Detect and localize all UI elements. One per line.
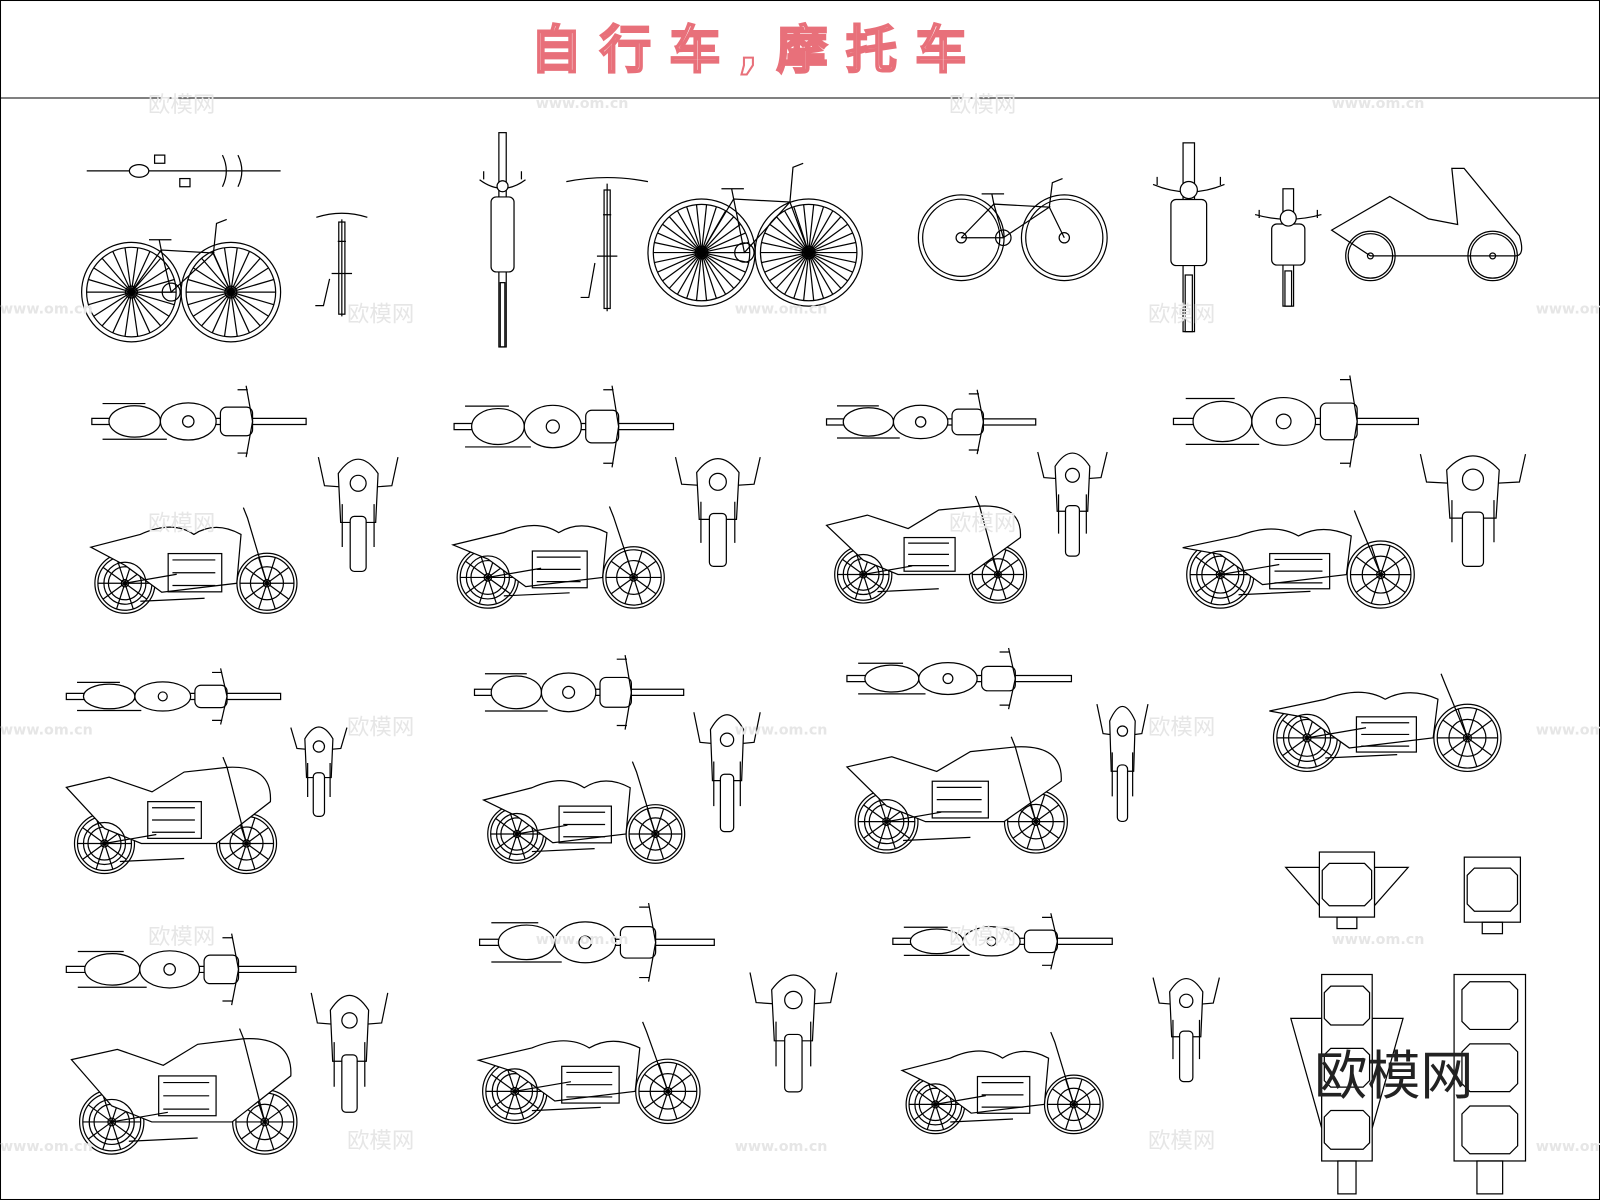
motorcycle-front-view — [317, 457, 399, 573]
motorcycle-front-view — [693, 712, 761, 833]
watermark-url: www.om.cn — [536, 932, 629, 948]
motorcycle-side-view — [89, 507, 298, 614]
motorcycle-front-view — [310, 992, 389, 1113]
motorcycle-side-view — [825, 495, 1028, 604]
watermark-logo: 欧模网 — [1148, 1128, 1215, 1154]
bicycle-top-view — [479, 132, 526, 348]
motorcycle-top-view — [453, 385, 675, 468]
motorcycle-front-view — [674, 457, 761, 567]
watermark-logo: 欧模网 — [1148, 301, 1215, 327]
motorcycle-front-view — [1152, 977, 1220, 1083]
bicycle-side-view — [81, 218, 282, 343]
motorcycle-top-view — [825, 389, 1037, 455]
motorcycle-side-view — [845, 736, 1068, 854]
watermark-url: www.om.cn — [0, 723, 93, 739]
watermark-url: www.om.cn — [1332, 96, 1425, 112]
traffic-light — [1453, 973, 1527, 1195]
scooter-top-view — [1152, 142, 1225, 333]
watermark-logo: 欧模网 — [148, 92, 215, 118]
watermark-logo: 欧模网 — [1148, 715, 1215, 741]
motorcycle-top-view — [91, 385, 307, 458]
watermark-url: www.om.cn — [735, 301, 828, 317]
scooter-front-view — [1254, 188, 1322, 307]
motorcycle-top-view — [478, 902, 715, 982]
watermark-url: www.om.cn — [735, 1139, 828, 1155]
motorcycle-side-view — [1269, 673, 1502, 773]
motorcycle-front-view — [290, 726, 348, 817]
motorcycle-top-view — [65, 933, 297, 1006]
watermark-url: www.om.cn — [1332, 932, 1425, 948]
page-title: 自行车,摩托车 — [531, 21, 985, 80]
motorcycle-top-view — [846, 647, 1073, 710]
motorcycle-side-view — [476, 1021, 701, 1125]
watermark-logo: 欧模网 — [148, 924, 215, 950]
scooter-side-view — [1330, 167, 1523, 282]
bicycle-side-view — [647, 162, 863, 307]
watermark-url: www.om.cn — [0, 1139, 93, 1155]
bicycle-top-view — [86, 154, 281, 188]
motorcycle-side-view — [70, 1028, 298, 1155]
motorcycle-side-view — [1182, 510, 1415, 609]
watermark-logo: 欧模网 — [949, 924, 1016, 950]
traffic-light — [1284, 851, 1410, 930]
watermark-logo: 欧模网 — [148, 511, 215, 537]
motorcycle-side-view — [900, 1031, 1104, 1135]
traffic-light — [1463, 856, 1522, 935]
motorcycle-front-view — [749, 972, 838, 1093]
motorcycle-side-view — [481, 761, 686, 864]
motorcycle-side-view — [65, 756, 278, 875]
bicycle-front-view — [315, 212, 368, 317]
watermark-logo: 欧模网 — [347, 715, 414, 741]
watermark-logo: 欧模网 — [347, 301, 414, 327]
motorcycle-front-view — [1037, 451, 1108, 557]
watermark-url: www.om.cn — [735, 723, 828, 739]
watermark-logo: 欧模网 — [949, 511, 1016, 537]
motorcycle-top-view — [473, 655, 685, 730]
motorcycle-front-view — [1096, 703, 1149, 823]
drawings — [65, 132, 1527, 1195]
motorcycle-top-view — [65, 668, 282, 725]
watermark-logo: 欧模网 — [949, 92, 1016, 118]
motorcycle-top-view — [892, 913, 1113, 970]
watermark-url: www.om.cn — [536, 96, 629, 112]
watermark-url: www.om.cn — [1536, 1139, 1600, 1155]
watermark-logo: 欧模网 — [347, 1128, 414, 1154]
bicycle-front-view — [566, 176, 649, 312]
watermark-url: www.om.cn — [1536, 301, 1600, 317]
watermark-url: www.om.cn — [0, 301, 93, 317]
bicycle-side-view — [917, 178, 1108, 282]
watermark-logo-large: 欧模网 — [1314, 1045, 1473, 1107]
motorcycle-front-view — [1419, 453, 1527, 567]
watermark-url: www.om.cn — [1536, 723, 1600, 739]
watermark-layer: 欧模网欧模网欧模网欧模网欧模网欧模网欧模网欧模网欧模网欧模网欧模网欧模网www.… — [0, 92, 1600, 1155]
motorcycle-side-view — [451, 506, 665, 609]
motorcycle-top-view — [1172, 375, 1419, 468]
traffic-light — [1290, 973, 1404, 1195]
